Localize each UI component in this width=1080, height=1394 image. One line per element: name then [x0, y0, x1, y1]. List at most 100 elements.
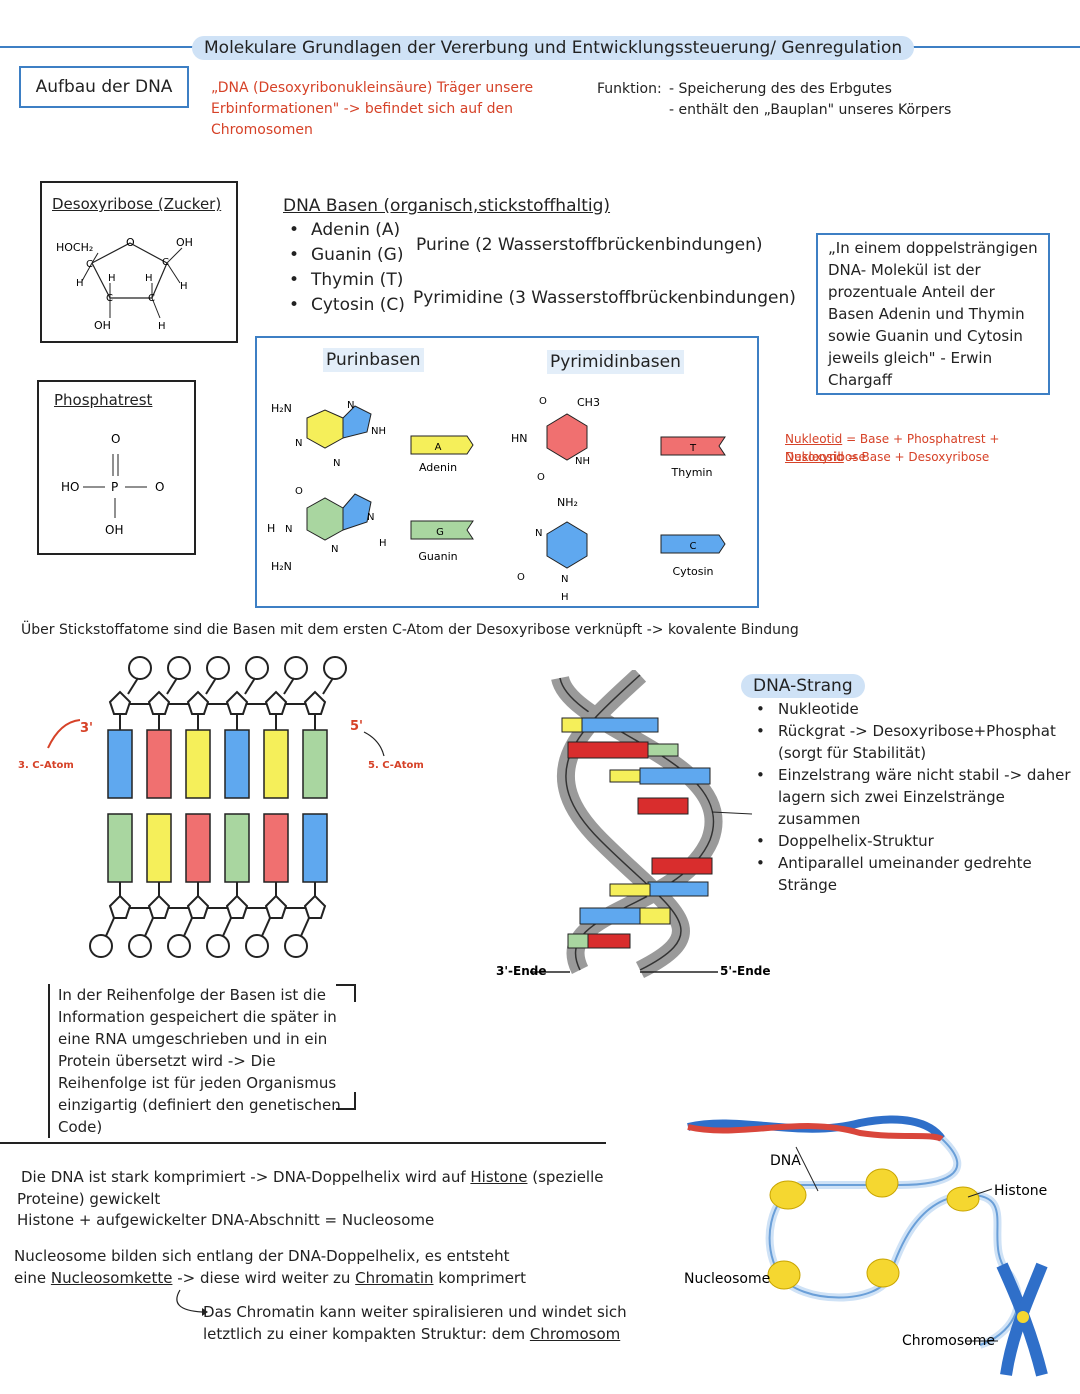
section-label-dna: Aufbau der DNA — [19, 66, 189, 108]
svg-text:N: N — [331, 544, 338, 555]
svg-text:OH: OH — [176, 236, 193, 249]
svg-text:N: N — [367, 512, 374, 523]
strand-list: Nukleotide Rückgrat -> Desoxyribose+Phos… — [750, 698, 1078, 896]
sugar-node — [303, 894, 327, 919]
svg-text:A: A — [435, 442, 442, 453]
svg-text:O: O — [295, 486, 303, 497]
svg-text:G: G — [436, 527, 444, 538]
svg-text:5. C-Atom: 5. C-Atom — [368, 760, 424, 771]
phosphate-node — [284, 656, 308, 680]
svg-text:N: N — [295, 438, 302, 449]
tag-thymin: T Thymin — [660, 436, 726, 479]
list-item: Thymin (T) — [283, 268, 405, 293]
base-bottom — [146, 813, 172, 883]
phosphate-node — [284, 934, 308, 958]
linkage-note: Über Stickstoffatome sind die Basen mit … — [21, 622, 799, 638]
purine-note: Purine (2 Wasserstoffbrückenbindungen) — [416, 235, 763, 255]
svg-text:N: N — [535, 528, 542, 539]
svg-text:3'-Ende: 3'-Ende — [496, 964, 546, 978]
svg-text:Cytosin: Cytosin — [673, 565, 714, 578]
section-label-text: Aufbau der DNA — [35, 77, 173, 97]
svg-text:Adenin: Adenin — [419, 461, 457, 474]
svg-text:T: T — [689, 443, 697, 454]
sugar-box: Desoxyribose (Zucker) HOCH₂ O OH C C C C… — [40, 181, 238, 343]
svg-text:H: H — [145, 273, 153, 284]
base-structures: H₂N N NH N N O H N N H N H₂N O CH3 HN NH… — [267, 396, 726, 603]
sugar-node — [186, 690, 210, 715]
sugar-node — [186, 894, 210, 919]
p3-mid: -> diese wird weiter zu — [172, 1269, 356, 1287]
phosphate-node — [245, 934, 269, 958]
base-top — [224, 729, 250, 799]
svg-text:O: O — [155, 480, 164, 494]
tag-adenin: A Adenin — [410, 435, 474, 474]
sugar-node — [147, 690, 171, 715]
svg-text:H: H — [76, 278, 84, 289]
svg-text:OH: OH — [105, 523, 123, 537]
svg-text:O: O — [517, 572, 525, 583]
list-item: Antiparallel umeinander gedrehte Stränge — [750, 852, 1078, 896]
list-item: Einzelstrang wäre nicht stabil -> daher … — [750, 764, 1078, 830]
sugar-title: Desoxyribose (Zucker) — [52, 195, 222, 213]
base-top — [302, 729, 328, 799]
p1-pre: Die DNA ist stark komprimiert -> DNA-Dop… — [21, 1168, 471, 1186]
phosphate-box: Phosphatrest O HO P O OH — [37, 380, 196, 555]
dna-ladder-diagram: 3' 3. C-Atom 5' 5. C-Atom — [18, 656, 424, 958]
arrow-curve — [176, 1289, 208, 1316]
phosphate-structure: O HO P O OH — [61, 432, 164, 537]
svg-text:HN: HN — [511, 432, 528, 445]
list-item: Cytosin (C) — [283, 293, 405, 318]
svg-text:O: O — [111, 432, 120, 446]
svg-text:3': 3' — [80, 721, 93, 736]
desoxyribose-structure: HOCH₂ O OH C C C C H H H H OH H — [56, 236, 193, 332]
svg-text:H: H — [267, 522, 275, 535]
svg-text:NH: NH — [575, 456, 590, 467]
function-label: Funktion: — [597, 81, 662, 97]
phosphate-title: Phosphatrest — [54, 391, 153, 409]
strand-title: DNA-Strang — [741, 674, 865, 698]
nucleoside-def: Nukleosid = Base + Desoxyribose — [785, 448, 989, 466]
sugar-node — [264, 690, 288, 715]
base-top — [146, 729, 172, 799]
svg-text:C: C — [148, 293, 155, 304]
svg-text:C: C — [86, 259, 93, 270]
svg-text:C: C — [162, 257, 169, 268]
svg-text:DNA: DNA — [770, 1153, 801, 1169]
svg-text:H: H — [158, 321, 166, 332]
base-bottom — [302, 813, 328, 883]
svg-text:N: N — [347, 400, 354, 411]
svg-text:5': 5' — [350, 719, 363, 734]
svg-text:P: P — [111, 480, 118, 494]
divider — [0, 1142, 606, 1144]
sugar-node — [225, 894, 249, 919]
bases-list: Adenin (A) Guanin (G) Thymin (T) Cytosin… — [283, 218, 405, 318]
function-item-1: - Speicherung des des Erbgutes — [669, 81, 892, 97]
page-title: Molekulare Grundlagen der Vererbung und … — [192, 36, 915, 60]
svg-text:N: N — [333, 458, 340, 469]
phosphate-node — [128, 934, 152, 958]
phosphate-node — [89, 934, 113, 958]
list-item: Rückgrat -> Desoxyribose+Phosphat (sorgt… — [750, 720, 1078, 764]
p3-pre: Nucleosome bilden sich entlang der DNA-D… — [14, 1247, 510, 1287]
base-panel: Purinbasen Pyrimidinbasen H₂N N NH N N O… — [255, 336, 759, 608]
phosphate-node — [206, 934, 230, 958]
svg-text:Histone: Histone — [994, 1183, 1047, 1199]
phosphate-node — [167, 656, 191, 680]
svg-text:O: O — [537, 472, 545, 483]
sugar-node — [303, 690, 327, 715]
p4-pre: Das Chromatin kann weiter spiralisieren … — [203, 1303, 627, 1343]
svg-text:Thymin: Thymin — [671, 466, 713, 479]
svg-text:3. C-Atom: 3. C-Atom — [18, 760, 74, 771]
svg-text:H: H — [379, 538, 387, 549]
phosphate-node — [245, 656, 269, 680]
nucleotide-def: Nukleotid = Base + Phosphatrest + Desoxy… — [785, 430, 1080, 466]
p1-post: (spezielle Proteine) gewickelt — [17, 1168, 604, 1208]
base-top — [263, 729, 289, 799]
svg-text:HOCH₂: HOCH₂ — [56, 241, 93, 254]
nucleosome-icon — [767, 1168, 980, 1290]
bracket-top-right — [336, 984, 356, 1002]
svg-text:C: C — [690, 541, 697, 552]
list-item: Guanin (G) — [283, 243, 405, 268]
chromatin-p3: Nucleosome bilden sich entlang der DNA-D… — [14, 1245, 534, 1289]
chromatin-term: Chromatin — [355, 1269, 434, 1287]
